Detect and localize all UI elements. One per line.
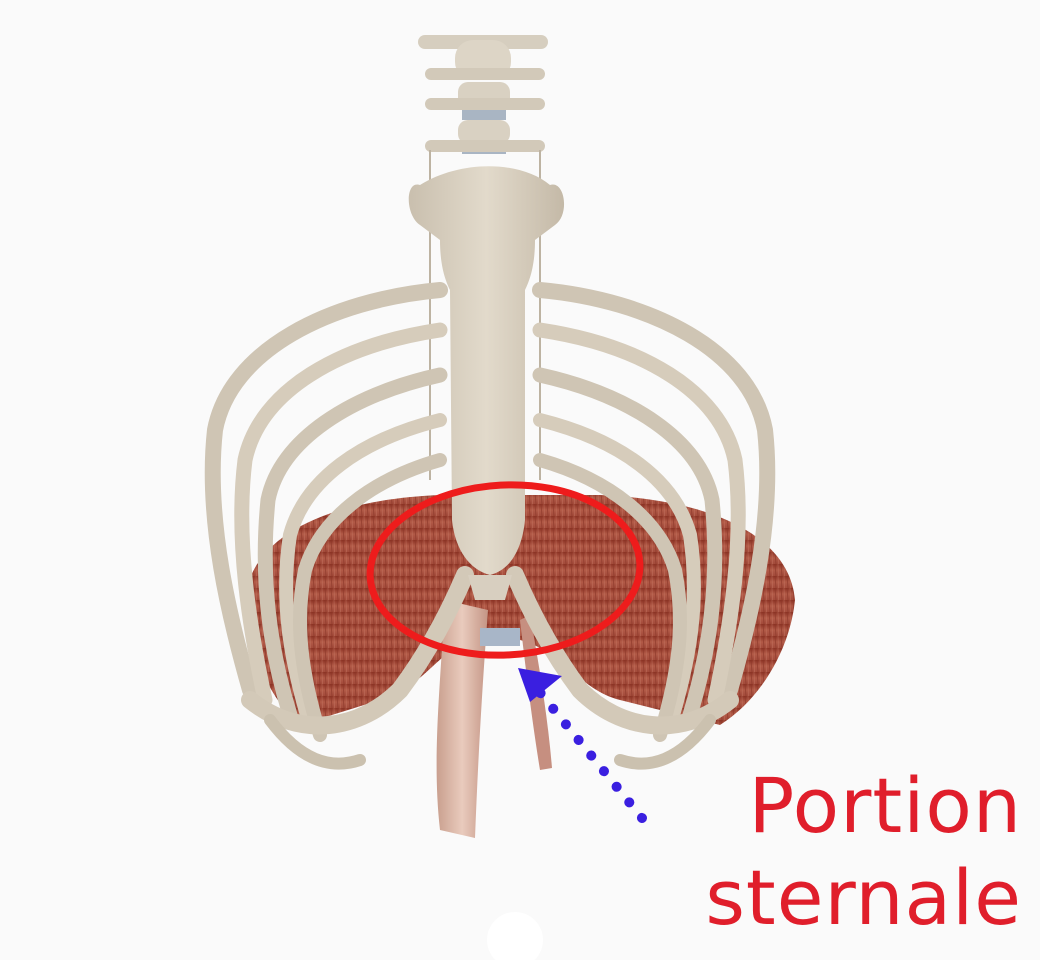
- annotation-label: Portion sternale: [682, 760, 1022, 944]
- label-line-2: sternale: [682, 852, 1022, 944]
- faint-marker: [487, 912, 543, 960]
- label-line-1: Portion: [682, 760, 1022, 852]
